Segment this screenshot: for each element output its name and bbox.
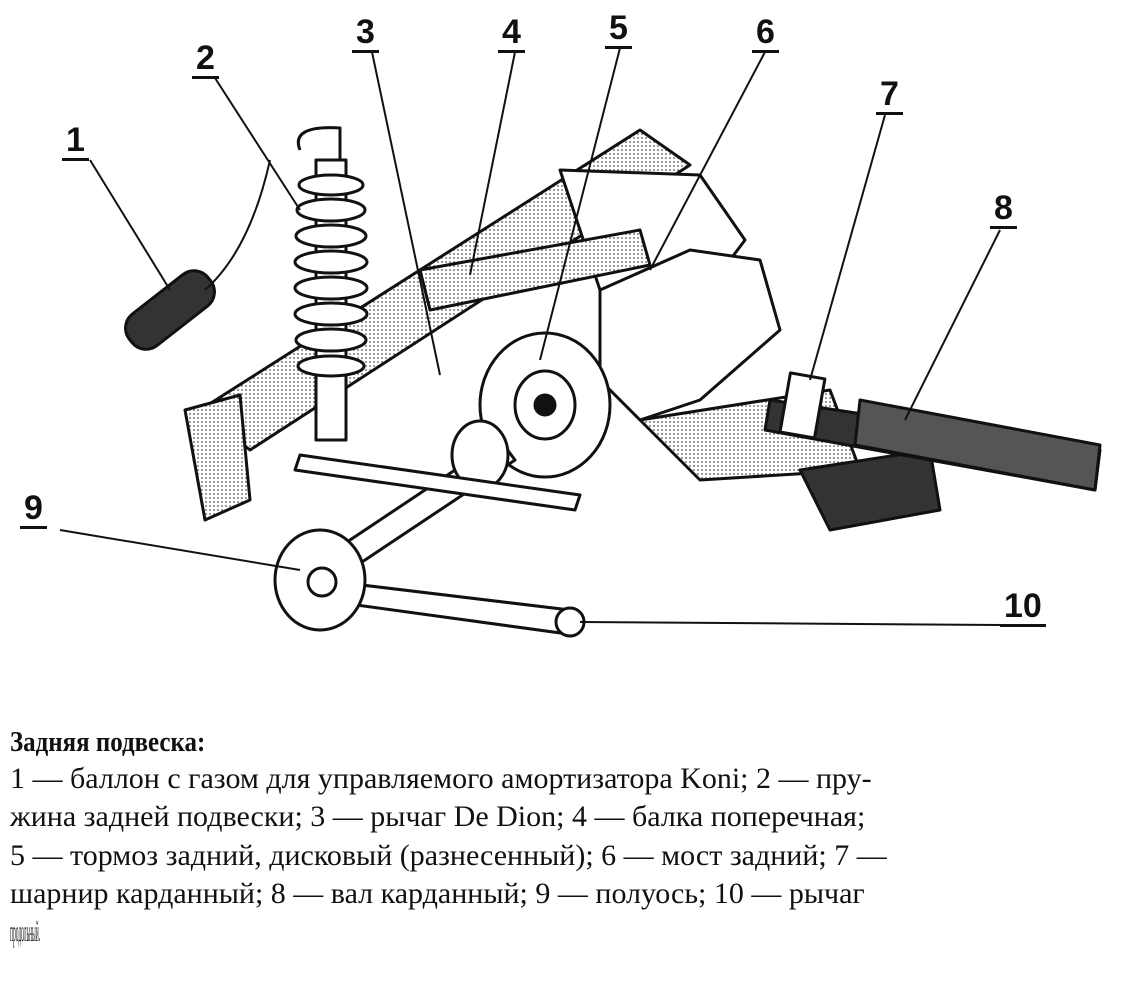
gas-cylinder xyxy=(124,269,216,351)
callout-9: 9 xyxy=(20,490,47,529)
callout-10: 10 xyxy=(1000,588,1046,627)
rear-suspension-illustration: 1 2 3 4 5 6 7 8 9 10 xyxy=(20,10,1102,638)
callout-6: 6 xyxy=(752,14,779,53)
caption-line: продольный. xyxy=(10,915,41,949)
caption-line: жина задней подвески; 3 — рычаг De Dion;… xyxy=(10,800,866,834)
callout-5: 5 xyxy=(605,10,632,49)
coil-spring xyxy=(293,173,369,378)
callout-8: 8 xyxy=(990,190,1017,229)
caption-title: Задняя подвеска: xyxy=(10,726,206,758)
caption-line: 1 — баллон с газом для управляемого амор… xyxy=(10,762,872,795)
crossbeam xyxy=(418,228,652,312)
callout-7: 7 xyxy=(876,76,903,115)
figure-caption: Задняя подвеска: 1 — баллон с газом для … xyxy=(10,724,1098,951)
universal-joint xyxy=(778,371,827,440)
callout-4: 4 xyxy=(498,14,525,53)
callout-1: 1 xyxy=(62,122,89,161)
caption-line: шарнир карданный; 8 — вал карданный; 9 —… xyxy=(10,876,865,910)
suspension-drawing xyxy=(59,47,1102,638)
callout-3: 3 xyxy=(352,14,379,53)
callout-2: 2 xyxy=(192,40,219,79)
caption-line: 5 — тормоз задний, дисковый (разнесенный… xyxy=(10,838,887,872)
